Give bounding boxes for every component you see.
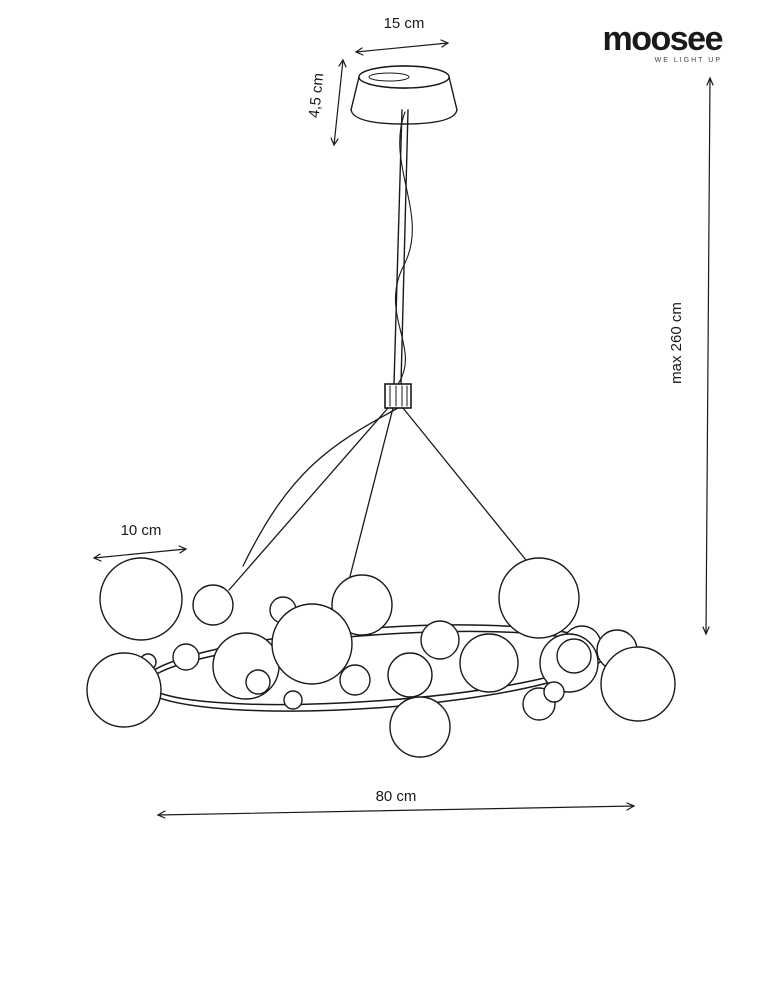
ball-diameter-label: 10 cm xyxy=(121,522,162,539)
globe xyxy=(339,664,371,696)
globe xyxy=(556,638,592,674)
globe xyxy=(212,632,280,700)
dimension-canopy-width: 15 cm xyxy=(354,15,450,56)
globe xyxy=(283,690,303,710)
ring-width-label: 80 cm xyxy=(376,788,417,805)
rod-hub xyxy=(384,383,412,409)
globe xyxy=(331,574,393,636)
globe xyxy=(192,584,234,626)
brand-name: moosee xyxy=(602,20,724,58)
globe xyxy=(498,557,580,639)
globe xyxy=(420,620,460,660)
dimension-max-height: max 260 cm xyxy=(668,76,714,636)
globe xyxy=(172,643,200,671)
globe xyxy=(459,633,519,693)
suspension-rod xyxy=(393,109,413,385)
globe xyxy=(99,557,183,641)
max-height-label: max 260 cm xyxy=(668,302,685,384)
globe xyxy=(86,652,162,728)
glass-globes xyxy=(86,557,676,758)
globe xyxy=(543,681,565,703)
dimension-canopy-height: 4,5 cm xyxy=(306,58,347,147)
globe xyxy=(271,603,353,685)
brand-tagline: WE LIGHT UP xyxy=(654,57,722,64)
canopy-height-label: 4,5 cm xyxy=(306,72,328,119)
globe xyxy=(600,646,676,722)
dimension-ball-diameter: 10 cm xyxy=(92,522,188,562)
brand-logo: moosee WE LIGHT UP xyxy=(568,20,724,64)
ceiling-canopy xyxy=(350,65,458,125)
support-arms xyxy=(228,407,531,601)
globe xyxy=(245,669,271,695)
canopy-width-label: 15 cm xyxy=(384,15,425,32)
globe xyxy=(387,652,433,698)
dimension-ring-width: 80 cm xyxy=(156,788,636,819)
globe xyxy=(389,696,451,758)
